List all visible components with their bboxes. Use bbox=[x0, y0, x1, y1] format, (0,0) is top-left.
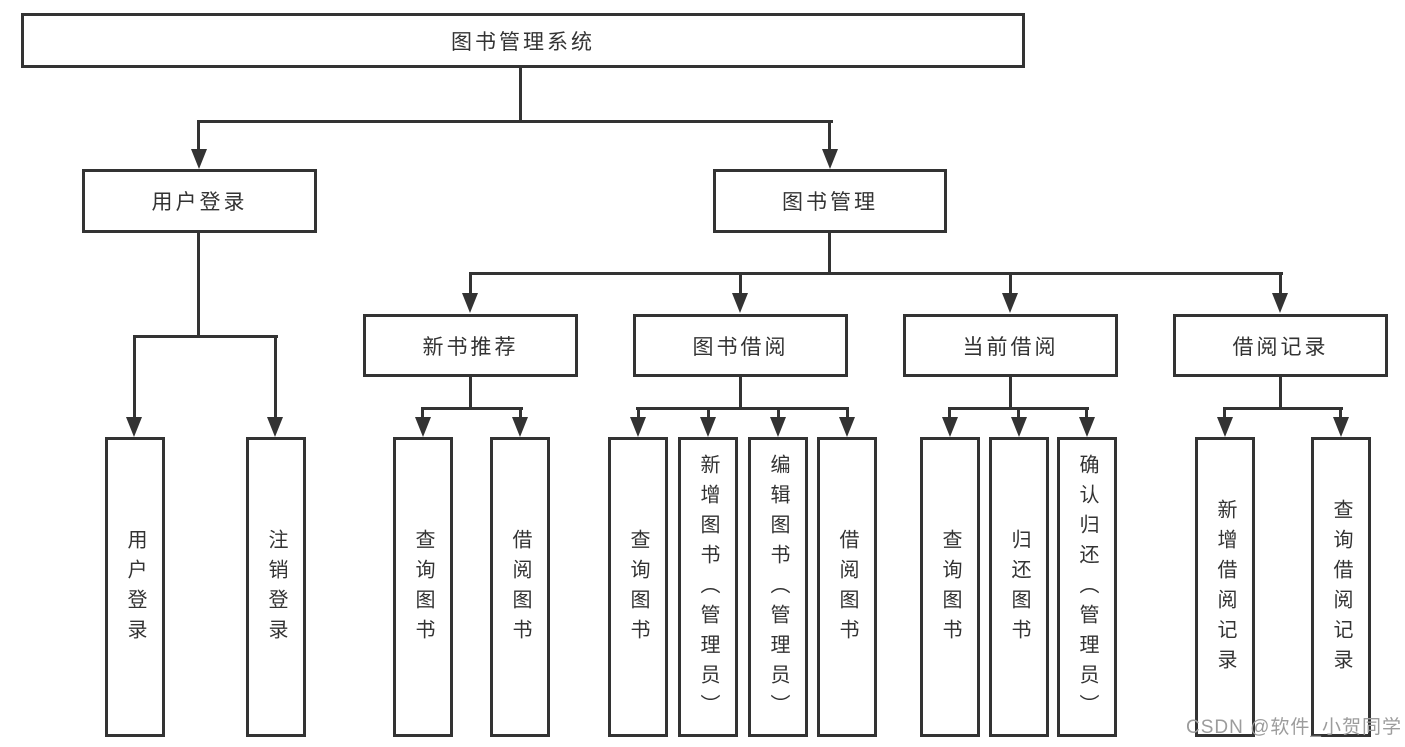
edge-shaft bbox=[777, 407, 780, 419]
edge-book-borrow-branch bbox=[636, 407, 849, 410]
leaf-bb-query-books: 查询图书 bbox=[608, 437, 668, 737]
edge-shaft bbox=[637, 407, 640, 419]
leaf-cb-return-books: 归还图书 bbox=[989, 437, 1049, 737]
leaf-br-add-record: 新增借阅记录 bbox=[1195, 437, 1255, 737]
edge-to-book-mgmt-shaft bbox=[828, 120, 831, 152]
edge-new-book-rec-branch bbox=[421, 407, 523, 410]
node-current-borrow: 当前借阅 bbox=[903, 314, 1118, 377]
leaf-rec-borrow-books: 借阅图书 bbox=[490, 437, 550, 737]
leaf-user-login: 用户登录 bbox=[105, 437, 165, 737]
arrowhead-cb-confirm-icon bbox=[1079, 417, 1095, 437]
arrowhead-bb-edit-icon bbox=[770, 417, 786, 437]
arrowhead-cb-query-icon bbox=[942, 417, 958, 437]
arrowhead-rec-borrow-icon bbox=[512, 417, 528, 437]
arrowhead-br-query-icon bbox=[1333, 417, 1349, 437]
arrowhead-bb-add-icon bbox=[700, 417, 716, 437]
arrowhead-leaf-logout-icon bbox=[267, 417, 283, 437]
leaf-bb-edit-books: 编辑图书（管理员） bbox=[748, 437, 808, 737]
edge-book-mgmt-branch bbox=[469, 272, 1283, 275]
arrowhead-book-borrow-icon bbox=[732, 293, 748, 313]
edge-new-book-rec-trunk bbox=[469, 377, 472, 409]
csdn-watermark: CSDN @软件_小贺同学 bbox=[1186, 717, 1402, 738]
node-user-login: 用户登录 bbox=[82, 169, 317, 233]
leaf-bb-add-books: 新增图书（管理员） bbox=[678, 437, 738, 737]
edge-shaft bbox=[1223, 407, 1226, 419]
edge-shaft bbox=[1085, 407, 1088, 419]
edge-to-borrow-records-shaft bbox=[1279, 272, 1282, 295]
leaf-bb-borrow-books: 借阅图书 bbox=[817, 437, 877, 737]
leaf-cb-query-books: 查询图书 bbox=[920, 437, 980, 737]
arrowhead-new-book-rec-icon bbox=[462, 293, 478, 313]
edge-shaft bbox=[1339, 407, 1342, 419]
arrowhead-user-login-icon bbox=[191, 149, 207, 169]
edge-shaft bbox=[421, 407, 424, 419]
edge-shaft bbox=[846, 407, 849, 419]
edge-to-user-login-shaft bbox=[197, 120, 200, 152]
edge-shaft bbox=[519, 407, 522, 419]
edge-shaft bbox=[1017, 407, 1020, 419]
edge-user-login-branch bbox=[133, 335, 278, 338]
edge-to-new-book-rec-shaft bbox=[469, 272, 472, 295]
edge-shaft bbox=[948, 407, 951, 419]
edge-borrow-records-trunk bbox=[1279, 377, 1282, 409]
node-borrow-records: 借阅记录 bbox=[1173, 314, 1388, 377]
edge-to-book-borrow-shaft bbox=[739, 272, 742, 295]
arrowhead-bb-borrow-icon bbox=[839, 417, 855, 437]
edge-to-leaf-user-login-shaft bbox=[133, 335, 136, 419]
edge-user-login-trunk bbox=[197, 233, 200, 337]
leaf-logout: 注销登录 bbox=[246, 437, 306, 737]
edge-shaft bbox=[707, 407, 710, 419]
edge-book-borrow-trunk bbox=[739, 377, 742, 409]
leaf-br-query-record: 查询借阅记录 bbox=[1311, 437, 1371, 737]
node-root: 图书管理系统 bbox=[21, 13, 1025, 68]
node-book-mgmt: 图书管理 bbox=[713, 169, 947, 233]
edge-book-mgmt-trunk bbox=[828, 233, 831, 274]
arrowhead-borrow-records-icon bbox=[1272, 293, 1288, 313]
leaf-cb-confirm-return: 确认归还（管理员） bbox=[1057, 437, 1117, 737]
node-book-borrow: 图书借阅 bbox=[633, 314, 848, 377]
arrowhead-leaf-user-login-icon bbox=[126, 417, 142, 437]
arrowhead-cb-return-icon bbox=[1011, 417, 1027, 437]
edge-root-branch bbox=[197, 120, 833, 123]
leaf-rec-query-books: 查询图书 bbox=[393, 437, 453, 737]
edge-to-leaf-logout-shaft bbox=[274, 335, 277, 419]
arrowhead-rec-query-icon bbox=[415, 417, 431, 437]
arrowhead-book-mgmt-icon bbox=[822, 149, 838, 169]
edge-to-current-borrow-shaft bbox=[1009, 272, 1012, 295]
edge-current-borrow-trunk bbox=[1009, 377, 1012, 409]
arrowhead-current-borrow-icon bbox=[1002, 293, 1018, 313]
node-new-book-rec: 新书推荐 bbox=[363, 314, 578, 377]
edge-root-trunk bbox=[519, 68, 522, 122]
arrowhead-bb-query-icon bbox=[630, 417, 646, 437]
edge-borrow-records-branch bbox=[1223, 407, 1343, 410]
arrowhead-br-add-icon bbox=[1217, 417, 1233, 437]
